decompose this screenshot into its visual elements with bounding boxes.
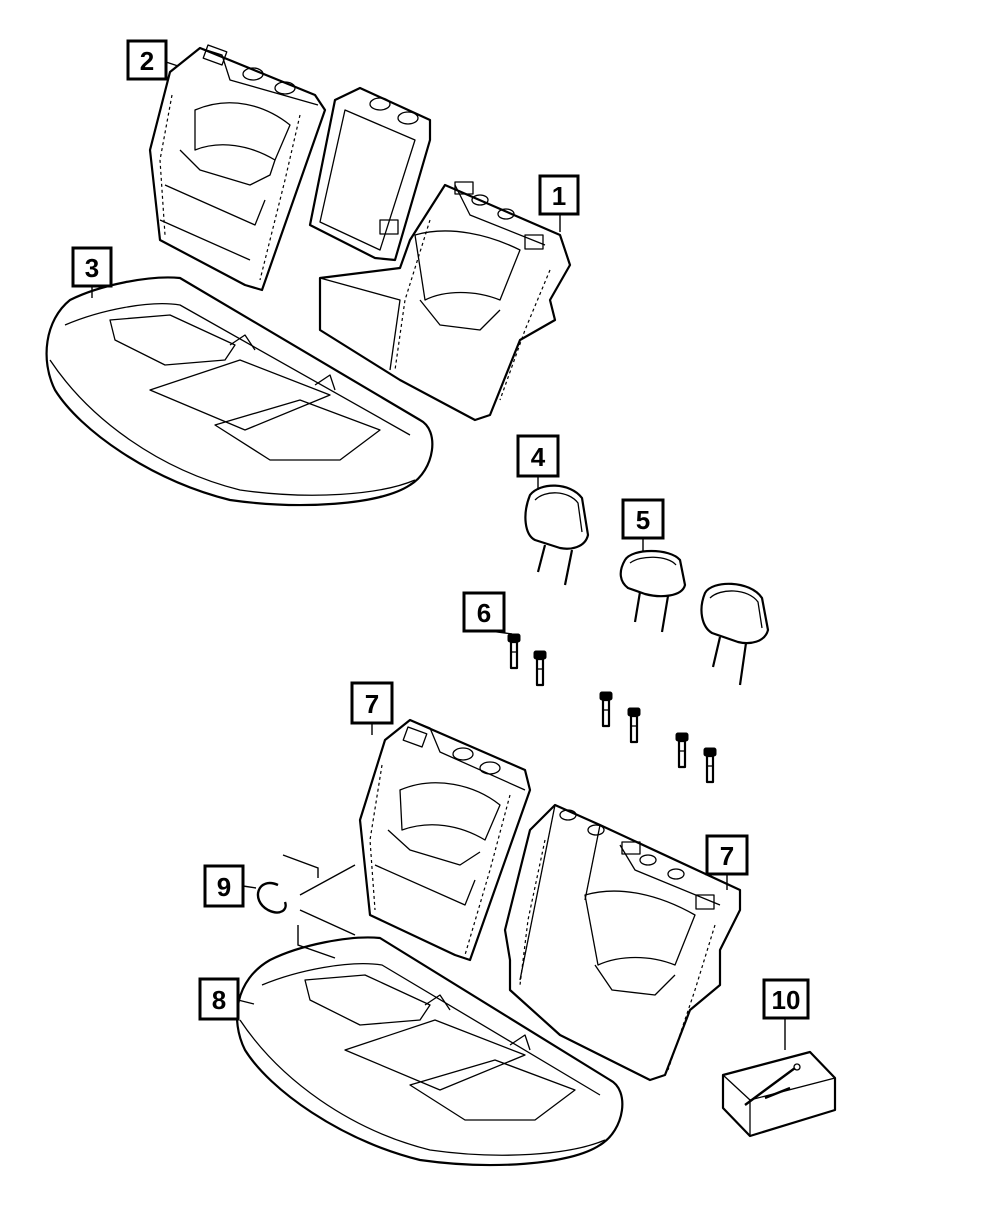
callout-4[interactable]: 4 [516, 434, 560, 478]
part-2-seat-back-left[interactable] [148, 44, 327, 292]
callout-8[interactable]: 8 [198, 977, 240, 1021]
callout-9[interactable]: 9 [203, 864, 245, 908]
callout-7-upper-label: 7 [365, 689, 379, 719]
callout-5-label: 5 [636, 505, 650, 535]
callout-6-label: 6 [477, 598, 491, 628]
callout-3[interactable]: 3 [71, 246, 113, 288]
part-10-kit-package[interactable] [721, 1050, 837, 1138]
part-1-seat-back-right[interactable] [318, 181, 572, 422]
part-3-seat-cushion-top[interactable] [45, 276, 434, 507]
callout-2[interactable]: 2 [126, 39, 168, 81]
callout-6[interactable]: 6 [462, 591, 506, 633]
callout-8-label: 8 [212, 985, 226, 1015]
callout-9-label: 9 [217, 872, 231, 902]
part-7-seat-back-cover-left[interactable] [358, 718, 532, 962]
part-8-seat-cushion-cover[interactable] [235, 936, 624, 1167]
assembly-reference-lines [282, 854, 356, 959]
callout-10[interactable]: 10 [762, 978, 810, 1020]
part-9-hog-ring[interactable] [256, 881, 287, 914]
callout-2-label: 2 [140, 46, 154, 76]
callout-3-label: 3 [85, 253, 99, 283]
callout-10-label: 10 [772, 985, 801, 1015]
callout-7-lower[interactable]: 7 [705, 834, 749, 876]
callout-7-upper[interactable]: 7 [350, 681, 394, 725]
callout-1[interactable]: 1 [538, 174, 580, 216]
center-pass-through-panel[interactable] [308, 86, 432, 262]
callout-4-label: 4 [531, 442, 546, 472]
callout-5[interactable]: 5 [621, 498, 665, 540]
part-5-headrest-outboard[interactable] [700, 582, 770, 686]
callout-1-label: 1 [552, 181, 566, 211]
callout-7-lower-label: 7 [720, 841, 734, 871]
part-6-headrest-guides[interactable] [507, 633, 717, 784]
part-4-headrest[interactable] [524, 484, 590, 586]
part-5-headrest-center[interactable] [619, 550, 687, 633]
part-7-seat-back-cover-right[interactable] [503, 803, 742, 1082]
